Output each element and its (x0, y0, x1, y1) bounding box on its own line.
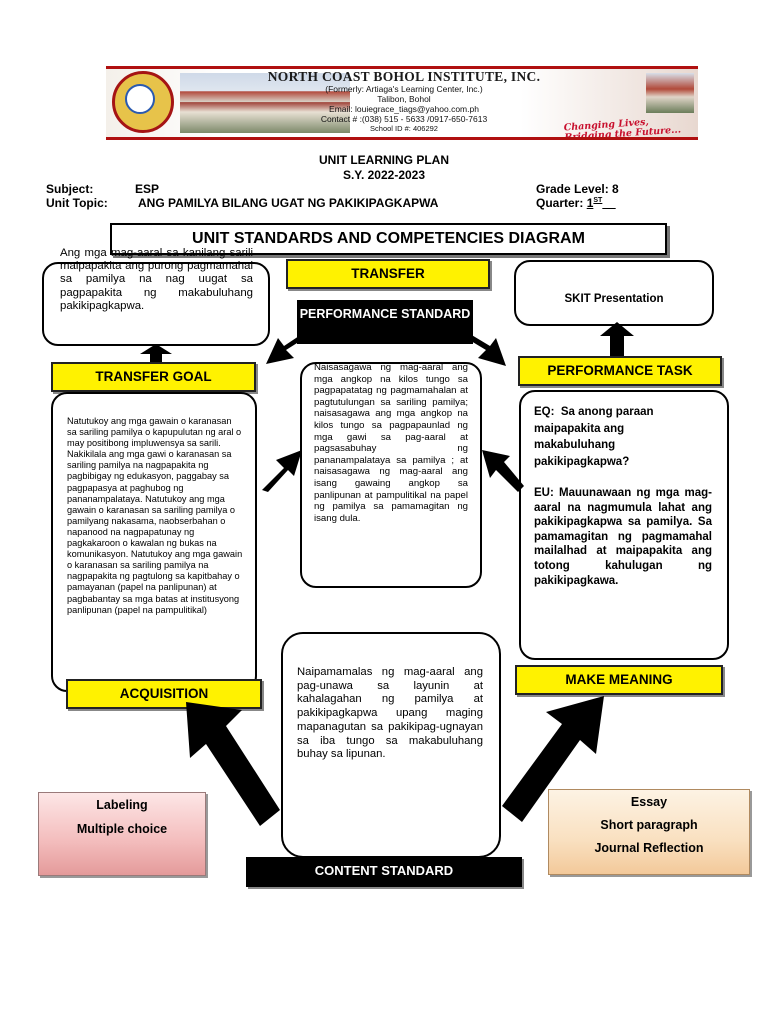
arrow-up-transfer-goal-icon (140, 344, 172, 368)
acquisition-assessment-box: Labeling Multiple choice (38, 792, 206, 876)
skit-box: SKIT Presentation (514, 260, 714, 326)
school-year: S.Y. 2022-2023 (342, 168, 426, 182)
arrow-to-performance-task-icon (446, 322, 506, 366)
assessment-essay: Essay (630, 795, 668, 809)
subject-label: Subject: (46, 182, 94, 196)
school-formerly: (Formerly: Artiaga's Learning Center, In… (325, 84, 483, 94)
subject-value: ESP (135, 182, 160, 196)
eq-text: Sa anong paraan maipapakita ang makabulu… (534, 406, 654, 468)
performance-standard-box (300, 362, 482, 588)
school-location: Talibon, Bohol (377, 94, 431, 104)
topic-label: Unit Topic: (46, 196, 108, 210)
acquisition-text: Natutukoy ang mga gawain o karanasan sa … (67, 416, 243, 615)
content-standard-text: Naipamamalas ng mag-aaral ang pag-unawa … (297, 666, 483, 761)
school-seal-icon (112, 71, 174, 133)
quarter-value: 1 (586, 196, 594, 210)
arrow-up-right-make-meaning-icon (502, 696, 604, 822)
acquisition-label: ACQUISITION (66, 679, 262, 709)
assessment-short-paragraph: Short paragraph (600, 818, 698, 832)
arrow-acquisition-to-standard-icon (262, 450, 302, 492)
assessment-multiple-choice: Multiple choice (76, 822, 168, 836)
essential-question: EQ: Sa anong paraan maipapakita ang maka… (534, 404, 684, 470)
school-id: School ID #: 406292 (370, 124, 438, 133)
content-standard-label: CONTENT STANDARD (246, 857, 522, 887)
performance-standard-label: PERFORMANCE STANDARD (297, 300, 473, 344)
topic-value: ANG PAMILYA BILANG UGAT NG PAKIKIPAGKAPW… (138, 196, 439, 210)
performance-standard-text: Naisasagawa ng mag-aaral ang mga angkop … (314, 362, 468, 524)
seal-emblem-icon (125, 84, 155, 114)
diagram-title: UNIT STANDARDS AND COMPETENCIES DIAGRAM (192, 230, 585, 247)
make-meaning-label: MAKE MEANING (515, 665, 723, 695)
school-banner: NORTH COAST BOHOL INSTITUTE, INC. (Forme… (106, 66, 698, 140)
transfer-goal-label: TRANSFER GOAL (51, 362, 256, 392)
school-email: Email: louiegrace_tiags@yahoo.com.ph (329, 104, 479, 114)
transfer-label: TRANSFER (286, 259, 490, 289)
make-meaning-assessment-box: Essay Short paragraph Journal Reflection (548, 789, 750, 875)
transfer-goal-text: Ang mga mag-aaral sa kanilang sarili mai… (60, 247, 253, 312)
grade-level: Grade Level: 8 (536, 182, 619, 196)
school-name: NORTH COAST BOHOL INSTITUTE, INC. (267, 69, 541, 84)
eu-label: EU: (534, 487, 554, 499)
school-building-image-small (646, 73, 694, 113)
arrow-to-transfer-goal-icon (266, 322, 324, 364)
arrow-meaning-to-standard-icon (482, 450, 524, 492)
arrow-up-left-acquisition-icon (186, 702, 280, 826)
performance-task-label: PERFORMANCE TASK (518, 356, 722, 386)
quarter-sup: ST (593, 197, 603, 204)
eu-text: Mauunawaan ng mga mag-aaral na nagmumula… (534, 487, 712, 587)
arrow-up-skit-icon (600, 322, 634, 356)
assessment-journal-reflection: Journal Reflection (594, 841, 704, 855)
enduring-understanding: EU: Mauunawaan ng mga mag-aaral na nagmu… (534, 486, 712, 588)
school-building-image (180, 73, 350, 133)
acquisition-box (51, 392, 257, 692)
quarter-label: Quarter: (536, 196, 587, 210)
eq-eu-box (519, 390, 729, 660)
diagram-title-box: UNIT STANDARDS AND COMPETENCIES DIAGRAM (110, 223, 667, 255)
plan-title: UNIT LEARNING PLAN (319, 153, 449, 167)
eq-label: EQ: (534, 406, 555, 418)
school-contact: Contact # :(038) 515 - 5633 /0917-650-76… (320, 114, 488, 124)
skit-text: SKIT Presentation (564, 293, 664, 305)
quarter: Quarter: 1ST (536, 196, 616, 210)
school-tagline: Changing Lives, Bridging the Future... (563, 114, 694, 137)
assessment-labeling: Labeling (96, 798, 148, 812)
content-standard-box (281, 632, 501, 858)
